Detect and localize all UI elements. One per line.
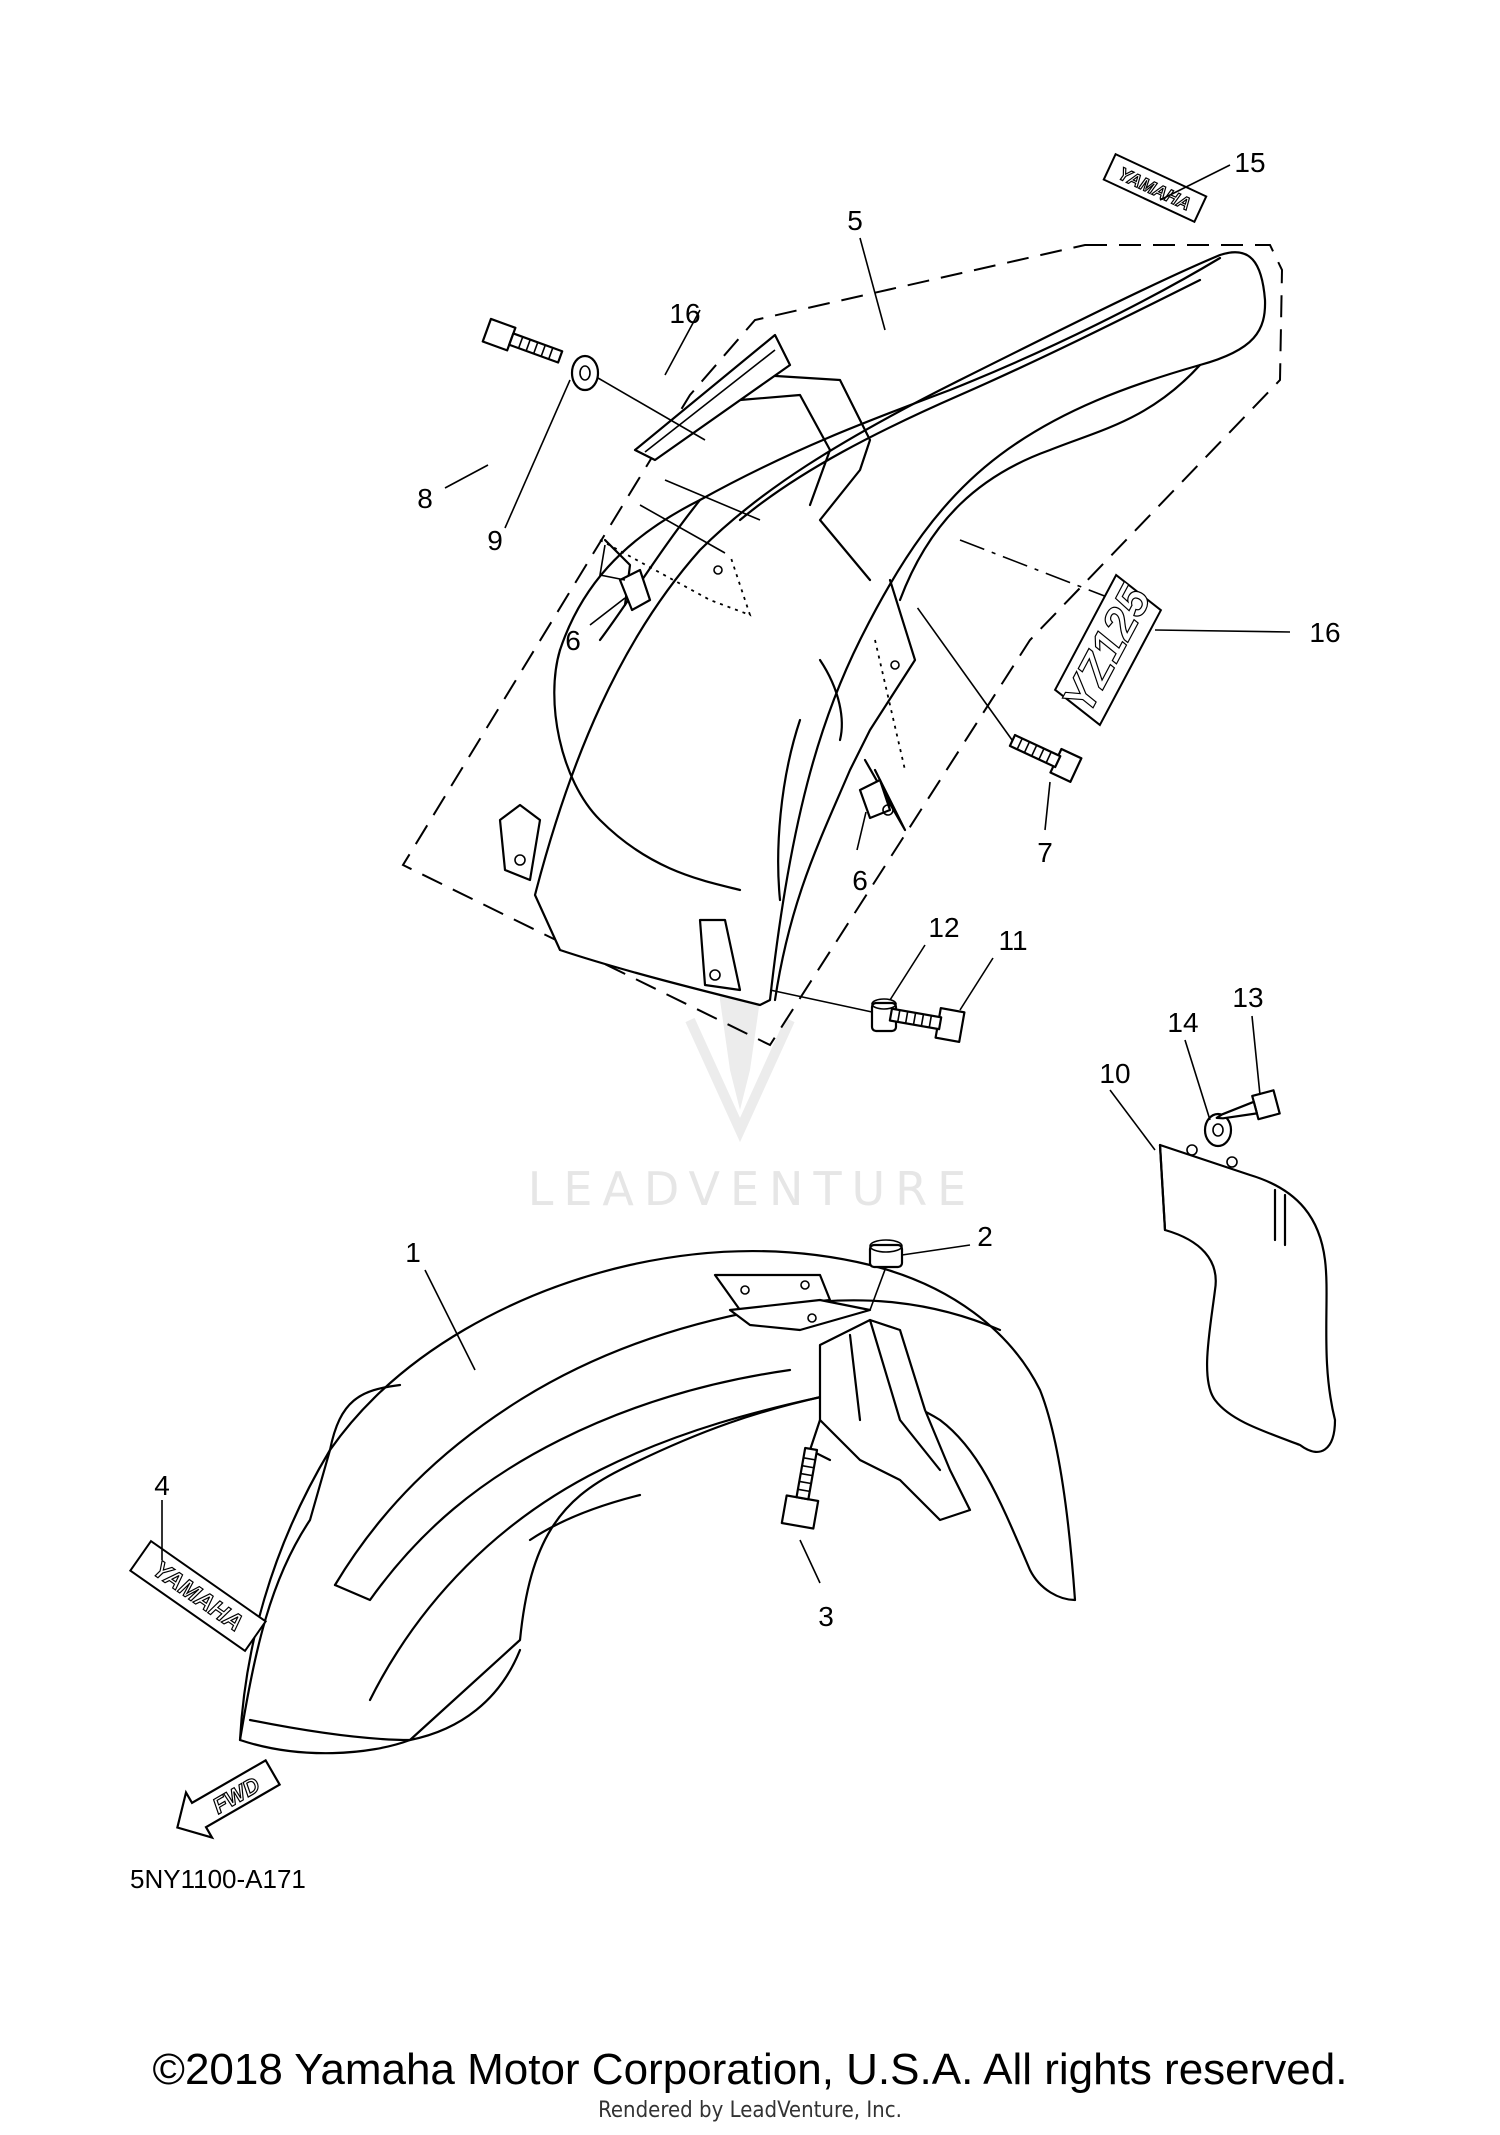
callout-9: 9	[487, 525, 503, 556]
callout-leaders	[161, 164, 1291, 1584]
bolt-11[interactable]	[888, 1000, 966, 1043]
forward-arrow: FWD	[176, 1758, 282, 1840]
callout-6-lower: 6	[852, 865, 868, 896]
bolt-8[interactable]	[481, 317, 565, 368]
yz125-decal[interactable]: YZ125	[1050, 573, 1165, 727]
screw-13[interactable]	[1214, 1089, 1281, 1129]
bolt-3[interactable]	[780, 1446, 827, 1530]
callout-11: 11	[998, 925, 1027, 956]
yamaha-rear-decal[interactable]: YAMAHA	[1102, 152, 1208, 224]
washer-9[interactable]	[570, 354, 706, 441]
callout-16-right: 16	[1309, 617, 1340, 648]
callout-4: 4	[154, 1470, 170, 1501]
yamaha-front-decal-text: YAMAHA	[148, 1556, 248, 1638]
callout-15: 15	[1234, 147, 1265, 178]
rendered-by-notice: Rendered by LeadVenture, Inc.	[598, 2098, 902, 2123]
watermark-text: LEADVENTURE	[528, 1162, 977, 1216]
callout-10: 10	[1099, 1058, 1130, 1089]
callout-2: 2	[977, 1221, 993, 1252]
callout-3: 3	[818, 1601, 834, 1632]
front-fender[interactable]	[238, 1250, 1077, 1755]
yz125-decal-text: YZ125	[1051, 576, 1161, 721]
nut-6-lower[interactable]	[858, 778, 894, 820]
callout-1: 1	[405, 1237, 421, 1268]
callout-7: 7	[1037, 837, 1053, 868]
collar-12[interactable]	[769, 989, 898, 1033]
callout-16-upper: 16	[669, 298, 700, 329]
callout-13: 13	[1232, 982, 1263, 1013]
callout-8: 8	[417, 483, 433, 514]
rear-fender-stripe-decal[interactable]	[633, 333, 792, 462]
callout-6-upper: 6	[565, 625, 581, 656]
yamaha-front-decal[interactable]: YAMAHA	[128, 1539, 268, 1653]
callout-labels: 1 2 3 4 5 6 6 7 8 9 10 11 12 13 14 15 16…	[154, 147, 1340, 1632]
bolt-7[interactable]	[878, 607, 1109, 783]
watermark: LEADVENTURE	[528, 930, 977, 1216]
washer-14[interactable]	[1203, 1112, 1233, 1148]
diagram-code: 5NY1100-A171	[130, 1864, 306, 1894]
rear-fender[interactable]	[401, 244, 1284, 1047]
copyright-notice: ©2018 Yamaha Motor Corporation, U.S.A. A…	[152, 2045, 1348, 2094]
callout-12: 12	[928, 912, 959, 943]
nut-6-upper[interactable]	[599, 544, 652, 612]
collar-2[interactable]	[868, 1239, 904, 1311]
callout-14: 14	[1167, 1007, 1198, 1038]
mud-flap[interactable]	[1158, 1143, 1337, 1453]
callout-5: 5	[847, 205, 863, 236]
